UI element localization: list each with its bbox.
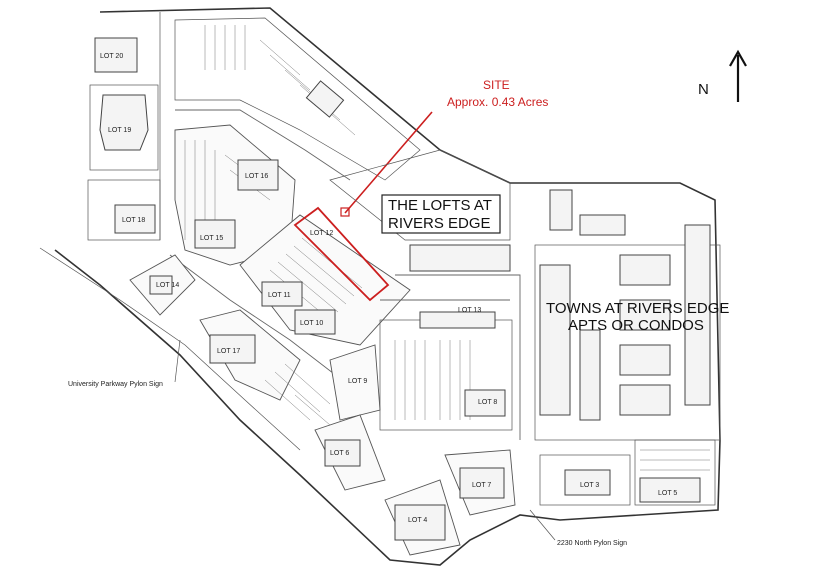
lot-19-parcel <box>89 84 159 171</box>
lot-9-label: LOT 9 <box>348 378 367 385</box>
lot-5-label: LOT 5 <box>658 490 677 497</box>
university-sign-leader <box>174 339 181 383</box>
north-arrow: N <box>698 49 747 102</box>
lot-4-building <box>394 504 446 541</box>
lot-18-label: LOT 18 <box>122 217 145 224</box>
lot-10-label: LOT 10 <box>300 320 323 327</box>
lofts-south-wing <box>409 244 511 272</box>
lot-13-stalls <box>394 340 471 420</box>
lot-17-building <box>209 334 256 364</box>
lot-6-label: LOT 6 <box>330 450 349 457</box>
lot-16-label: LOT 16 <box>245 173 268 180</box>
lofts-label-line2: RIVERS EDGE <box>388 215 491 232</box>
site-leader-marker <box>340 207 350 217</box>
towns-buildings <box>539 214 711 421</box>
lot-9-block <box>329 344 381 421</box>
north-parking-stalls <box>204 25 356 136</box>
lot-6-building <box>324 439 361 467</box>
lot-20-label: LOT 20 <box>100 53 123 60</box>
lot-16-building <box>237 159 279 191</box>
lot-7-building <box>459 467 505 499</box>
lot-3-building <box>564 469 611 496</box>
lot-10-building <box>294 309 336 335</box>
north-label: N <box>698 81 709 98</box>
lot-20-pad <box>94 37 138 73</box>
lot-12-label: LOT 12 <box>310 230 333 237</box>
lot-14-label: LOT 14 <box>156 282 179 289</box>
north-sign-leader <box>529 509 556 541</box>
western-road-edge <box>39 247 301 451</box>
lofts-building <box>381 194 501 234</box>
site-area: Approx. 0.43 Acres <box>447 95 548 109</box>
lot-14-building <box>149 275 173 295</box>
lot-13-building <box>419 311 496 329</box>
lot-12-11-10-block <box>239 214 411 346</box>
site-boundary <box>293 206 390 302</box>
lot-3-label: LOT 3 <box>580 482 599 489</box>
lot-17-label: LOT 17 <box>217 348 240 355</box>
main-diagonal-drive-south <box>169 254 356 391</box>
site-leader-line <box>344 111 433 214</box>
lot-19-building <box>99 94 149 151</box>
north-kiosk <box>305 80 345 118</box>
north-parking-field <box>174 17 421 181</box>
lofts-label-line1: THE LOFTS AT <box>388 197 492 214</box>
towns-label-line1: TOWNS AT RIVERS EDGE <box>546 300 729 317</box>
lot-11-building <box>261 281 303 307</box>
lot-19-label: LOT 19 <box>108 127 131 134</box>
lot-3-parcel <box>539 454 631 506</box>
lot-7-label: LOT 7 <box>472 482 491 489</box>
towns-label-line2: APTS OR CONDOS <box>568 317 704 334</box>
lot-13-label: LOT 13 <box>458 307 481 314</box>
lot-5-building <box>639 477 701 503</box>
lot-17-6-stalls <box>264 363 331 426</box>
main-diagonal-drive-north <box>175 109 351 181</box>
lot-18-pad <box>114 204 156 234</box>
lot-8-label: LOT 8 <box>478 399 497 406</box>
central-drive <box>395 274 521 440</box>
lot-11-label: LOT 11 <box>268 292 291 299</box>
lot-5-parcel <box>634 439 716 506</box>
lot-15-label: LOT 15 <box>200 235 223 242</box>
lot-5-stalls <box>640 449 710 471</box>
lot-4-label: LOT 4 <box>408 517 427 524</box>
university-pylon-sign-label: University Parkway Pylon Sign <box>68 381 163 388</box>
towns-clubhouse <box>549 189 573 231</box>
towns-site <box>534 244 721 441</box>
site-title: SITE <box>483 78 510 92</box>
lot-8-building <box>464 389 506 417</box>
lot-15-building <box>194 219 236 249</box>
north-pylon-sign-label: 2230 North Pylon Sign <box>557 540 627 547</box>
